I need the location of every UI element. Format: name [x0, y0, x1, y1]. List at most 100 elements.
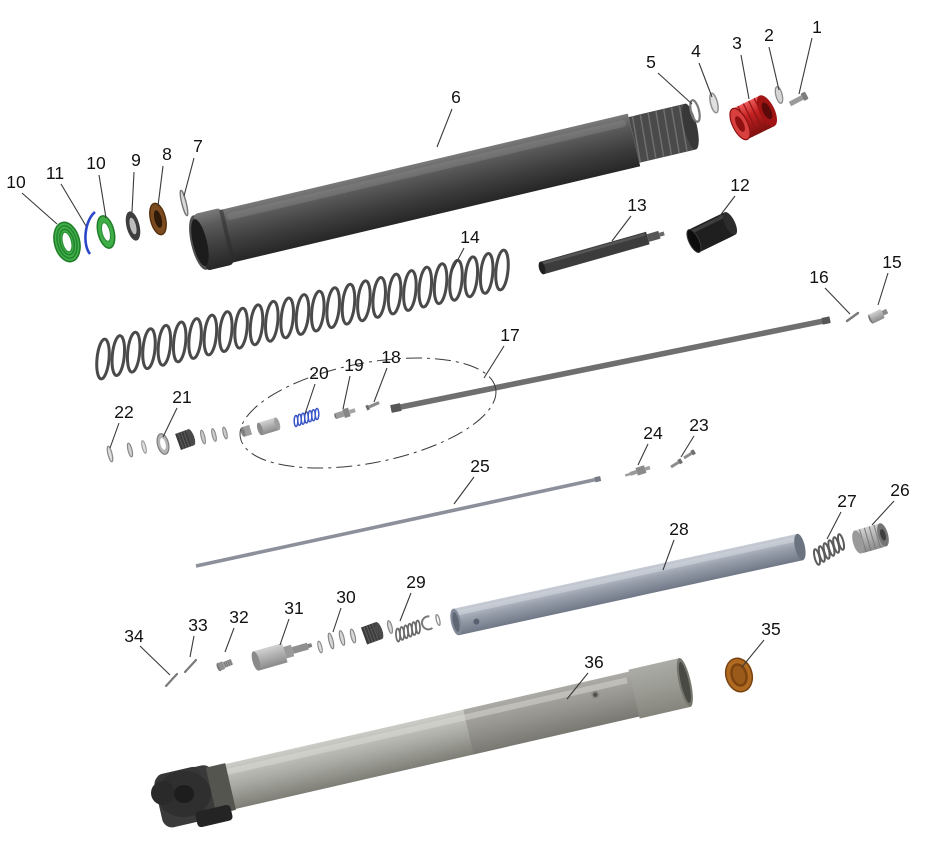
part-33-pin	[183, 658, 198, 674]
part-knurled-nut	[175, 429, 196, 450]
part-35-copper-bushing	[724, 657, 754, 693]
part-number-label: 26	[890, 480, 909, 500]
part-23-pin-b	[670, 458, 683, 469]
leader-line-24	[637, 443, 649, 466]
part-small-spacer	[240, 424, 253, 437]
phantom-assembly-ellipse	[239, 357, 497, 469]
part-36-lower-leg	[154, 658, 693, 828]
part-30-washer-c	[349, 628, 357, 644]
leader-line-10	[21, 192, 58, 225]
leader-line-34	[139, 645, 171, 676]
leader-line-35	[741, 639, 765, 668]
part-32-small-screw	[216, 658, 234, 672]
part-30-knurled-cylinder	[360, 621, 384, 645]
part-washer-d	[141, 440, 147, 454]
leader-line-7	[183, 157, 195, 197]
part-number-label: 27	[837, 491, 856, 511]
part-29-clip	[421, 615, 434, 631]
leader-line-15	[877, 272, 889, 306]
part-number-label: 34	[124, 626, 144, 646]
part-number-label: 23	[689, 415, 708, 435]
part-number-label: 36	[584, 652, 603, 672]
part-number-label: 21	[172, 387, 191, 407]
part-9-dark-ring	[125, 211, 141, 241]
part-number-label: 10	[86, 153, 106, 173]
part-8-bronze-seal	[149, 202, 167, 236]
part-6-upper-tube	[189, 103, 699, 270]
part-number-label: 4	[691, 41, 701, 61]
part-number-label: 24	[643, 423, 663, 443]
part-number-label: 30	[336, 587, 356, 607]
leader-line-19	[342, 375, 351, 410]
part-30-washer-a	[327, 632, 335, 650]
leader-line-36	[566, 672, 589, 700]
part-18-pin	[365, 401, 380, 411]
leader-line-21	[162, 407, 178, 438]
part-number-label: 5	[646, 52, 656, 72]
leader-line-18	[373, 367, 388, 403]
part-washer-e	[126, 442, 134, 458]
part-number-label: 18	[381, 347, 400, 367]
part-24-small-fitting	[624, 465, 651, 477]
part-number-label: 8	[162, 144, 172, 164]
leader-line-28	[662, 539, 675, 571]
leader-line-23	[680, 435, 695, 458]
part-26-cap-nut	[852, 523, 889, 554]
leader-line-10	[98, 174, 107, 219]
part-3-red-adjuster-knob	[729, 95, 778, 141]
leader-line-26	[871, 500, 895, 526]
part-number-label: 20	[309, 363, 329, 383]
part-number-label: 12	[730, 175, 749, 195]
leader-line-22	[109, 422, 120, 449]
part-22-thin-washer	[106, 445, 114, 463]
leader-line-14	[451, 247, 465, 272]
part-number-label: 31	[284, 598, 303, 618]
leader-line-17	[483, 345, 505, 379]
part-10-green-seal-left	[53, 221, 81, 263]
part-number-label: 28	[669, 519, 688, 539]
leader-line-29	[399, 592, 412, 622]
part-number-label: 3	[732, 33, 742, 53]
springs-layer	[95, 248, 846, 643]
part-1-screw	[788, 91, 809, 107]
leader-line-6	[436, 108, 453, 148]
part-19-small-fitting	[334, 407, 356, 419]
part-number-label: 19	[344, 355, 363, 375]
part-number-label: 11	[46, 163, 64, 183]
part-34-pin	[164, 672, 179, 688]
part-21-ring	[156, 433, 170, 455]
part-washer-a	[222, 426, 228, 440]
part-31-washer	[317, 640, 323, 654]
part-number-label: 32	[229, 607, 248, 627]
part-2-washer	[774, 86, 784, 104]
part-number-label: 22	[114, 402, 133, 422]
part-washer-c	[200, 429, 206, 445]
part-number-label: 1	[812, 17, 822, 37]
leader-line-8	[157, 165, 164, 207]
part-30-washer-b	[338, 630, 346, 646]
part-number-label: 7	[193, 136, 203, 156]
leader-line-30	[332, 607, 342, 633]
part-14-main-coil-spring	[95, 248, 510, 381]
part-number-label: 35	[761, 619, 780, 639]
part-number-label: 33	[188, 615, 207, 635]
leader-line-20	[304, 383, 316, 415]
part-number-label: 17	[500, 325, 519, 345]
leader-line-16	[824, 287, 851, 315]
part-23-pin-a	[683, 449, 696, 460]
axle-clamp-casting	[151, 766, 233, 828]
part-12-black-cylinder	[686, 212, 738, 253]
part-11-blue-clip	[84, 210, 96, 255]
part-4-washer	[709, 92, 719, 114]
part-28-inner-tube	[450, 533, 806, 636]
leader-line-4	[698, 62, 713, 98]
leader-line-31	[279, 618, 290, 646]
leader-line-2	[768, 46, 780, 91]
part-10-green-seal-right	[96, 215, 116, 249]
part-17-damper-rod	[390, 316, 831, 413]
part-number-label: 29	[406, 572, 425, 592]
part-13-damper-shaft	[538, 230, 665, 275]
part-31-adjuster-body	[251, 642, 313, 671]
leader-line-12	[715, 195, 736, 222]
